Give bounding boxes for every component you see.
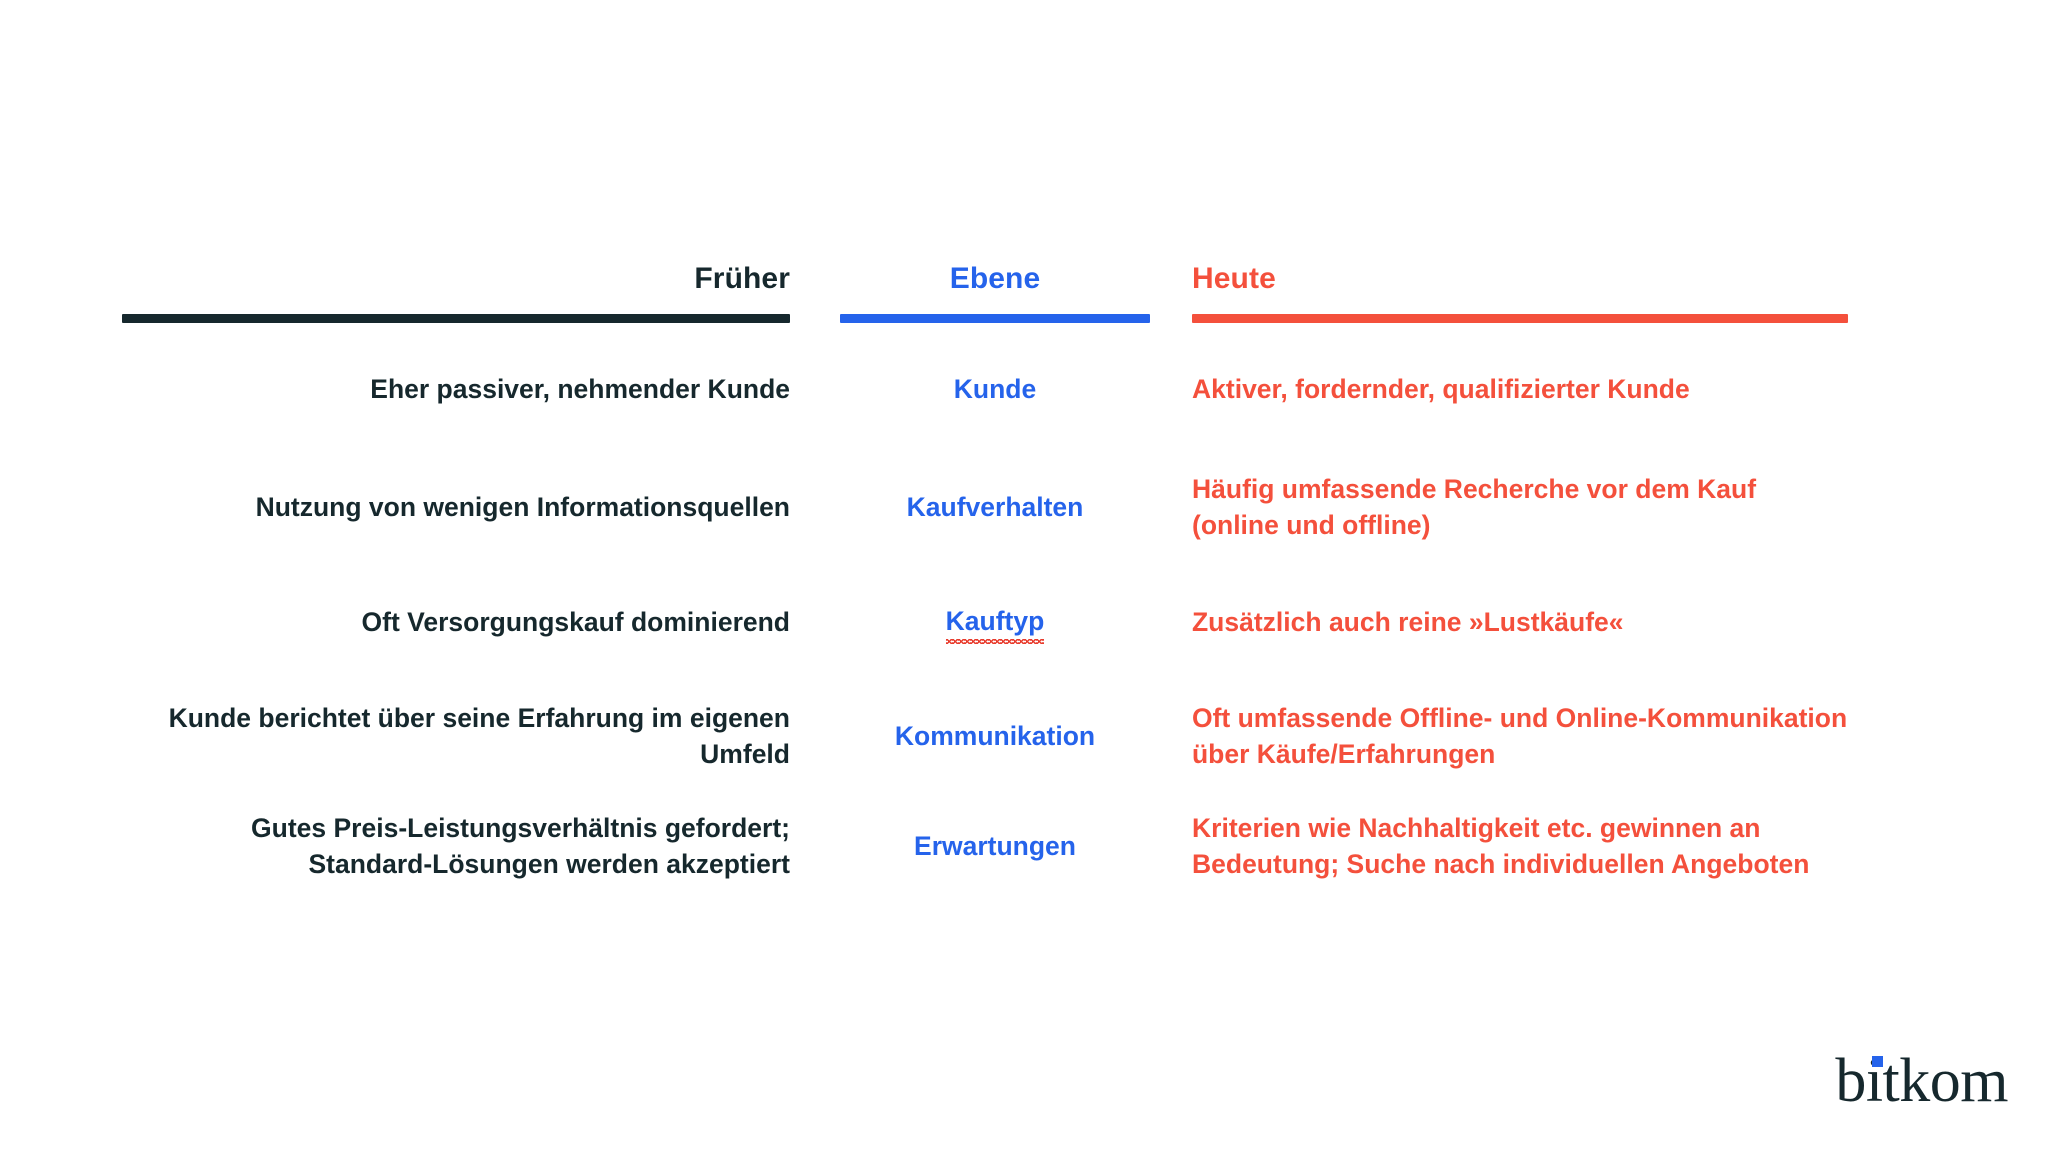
bitkom-logo: bitkom [1835, 1050, 2008, 1112]
row-past-text: Nutzung von wenigen Informationsquellen [255, 491, 790, 522]
divider-rule-past [122, 313, 790, 323]
divider-gap-2 [1150, 314, 1192, 323]
row-today-text: Häufig umfassende Recherche vor dem Kauf… [1192, 473, 1757, 540]
divider-gap-1 [790, 314, 840, 323]
row-level-label: Erwartungen [914, 830, 1076, 861]
column-header-today: Heute [1192, 262, 1276, 295]
bitkom-logo-wordmark: bitkom [1835, 1047, 2008, 1115]
row-past-text: Gutes Preis-Leistungsverhältnis geforder… [251, 812, 790, 879]
row-level-label: Kommunikation [894, 720, 1096, 751]
table-row: Oft Versorgungskauf dominierend Kauftyp … [122, 566, 1828, 678]
column-header-level: Ebene [949, 262, 1041, 295]
row-level-label: Kunde [953, 373, 1037, 404]
divider-rule-today [1192, 313, 1848, 323]
row-today-text: Kriterien wie Nachhaltigkeit etc. gewinn… [1192, 812, 1810, 879]
row-past-text: Oft Versorgungskauf dominierend [361, 606, 790, 637]
comparison-table: Früher Ebene Heute Eher passiver, nehmen… [122, 262, 1848, 898]
row-level-label-misspelled: Kauftyp [945, 603, 1044, 645]
row-today-text: Zusätzlich auch reine »Lustkäufe« [1192, 606, 1624, 637]
row-today-text: Aktiver, fordernder, qualifizierter Kund… [1192, 373, 1690, 404]
table-row: Eher passiver, nehmender Kunde Kunde Akt… [122, 330, 1828, 448]
table-header-row: Früher Ebene Heute [122, 262, 1828, 306]
row-level-cell: Kauftyp [840, 603, 1150, 645]
row-past-text: Kunde berichtet über seine Erfahrung im … [168, 702, 790, 769]
column-header-past: Früher [694, 262, 790, 295]
row-past-text: Eher passiver, nehmender Kunde [370, 373, 790, 404]
divider-rule-level [840, 313, 1150, 323]
table-row: Gutes Preis-Leistungsverhältnis geforder… [122, 794, 1828, 898]
row-today-text: Oft umfassende Offline- und Online-Kommu… [1192, 702, 1848, 769]
header-divider-row [122, 306, 1848, 330]
row-level-label: Kaufverhalten [906, 491, 1084, 522]
table-row: Kunde berichtet über seine Erfahrung im … [122, 678, 1848, 794]
table-row: Nutzung von wenigen Informationsquellen … [122, 448, 1828, 566]
bitkom-logo-dot-icon [1872, 1056, 1884, 1067]
